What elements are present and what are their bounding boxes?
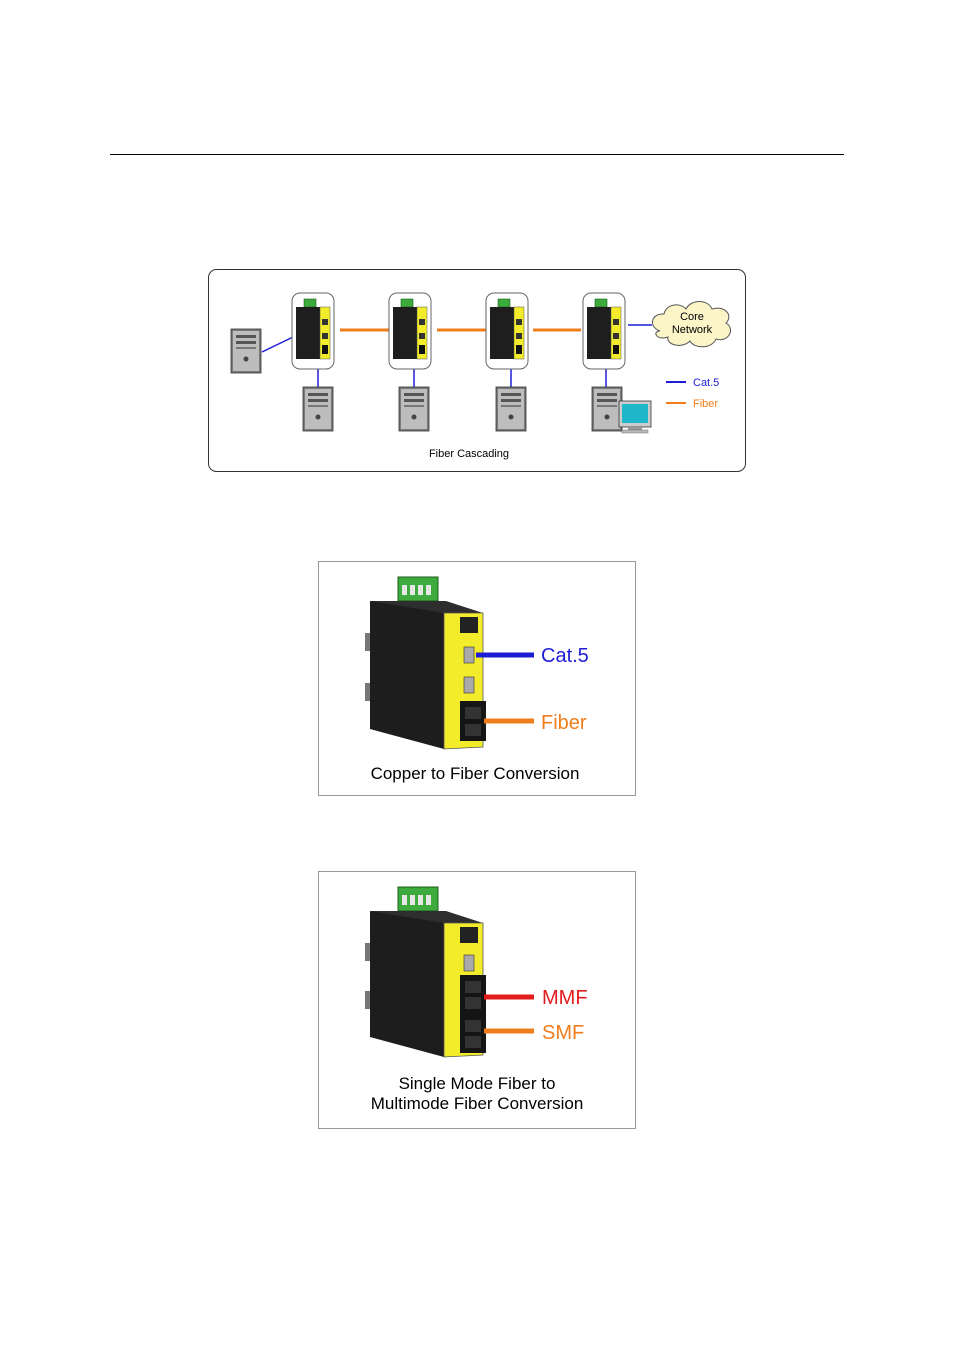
cloud-label-line2: Network [672,324,713,336]
monitor-icon [618,400,652,434]
core-network-cloud [652,301,731,348]
header-rule [110,154,844,155]
smf-label: SMF [542,1022,584,1044]
cat5-link [261,336,294,353]
smf-to-mmf-figure: MMF SMF Single Mode Fiber to Multimode F… [318,871,636,1129]
cat5-label: Cat.5 [541,645,589,667]
figure-caption: Fiber Cascading [429,448,509,460]
converter-device [365,886,486,1058]
figure-caption: Copper to Fiber Conversion [371,764,580,783]
client-computer [302,386,334,432]
client-computer [495,386,527,432]
converter-device [388,292,432,370]
client-computer [398,386,430,432]
converter-device [291,292,335,370]
fiber-cascading-figure: Core Network Cat.5 Fiber Fiber Cascading [208,269,746,472]
converter-device [485,292,529,370]
figure-frame [208,269,746,472]
fiber-label: Fiber [541,712,587,734]
mmf-label: MMF [542,987,588,1009]
figure-caption-line2: Multimode Fiber Conversion [371,1094,584,1113]
client-computer [591,386,623,432]
cloud-label-line1: Core [680,311,704,323]
converter-device [582,292,626,370]
figure-caption-line1: Single Mode Fiber to [399,1074,556,1093]
server-computer [230,328,262,374]
legend-cat5-label: Cat.5 [693,377,719,389]
legend-fiber-label: Fiber [693,398,718,410]
converter-device [365,576,486,750]
copper-to-fiber-figure: Cat.5 Fiber Copper to Fiber Conversion [318,561,636,796]
